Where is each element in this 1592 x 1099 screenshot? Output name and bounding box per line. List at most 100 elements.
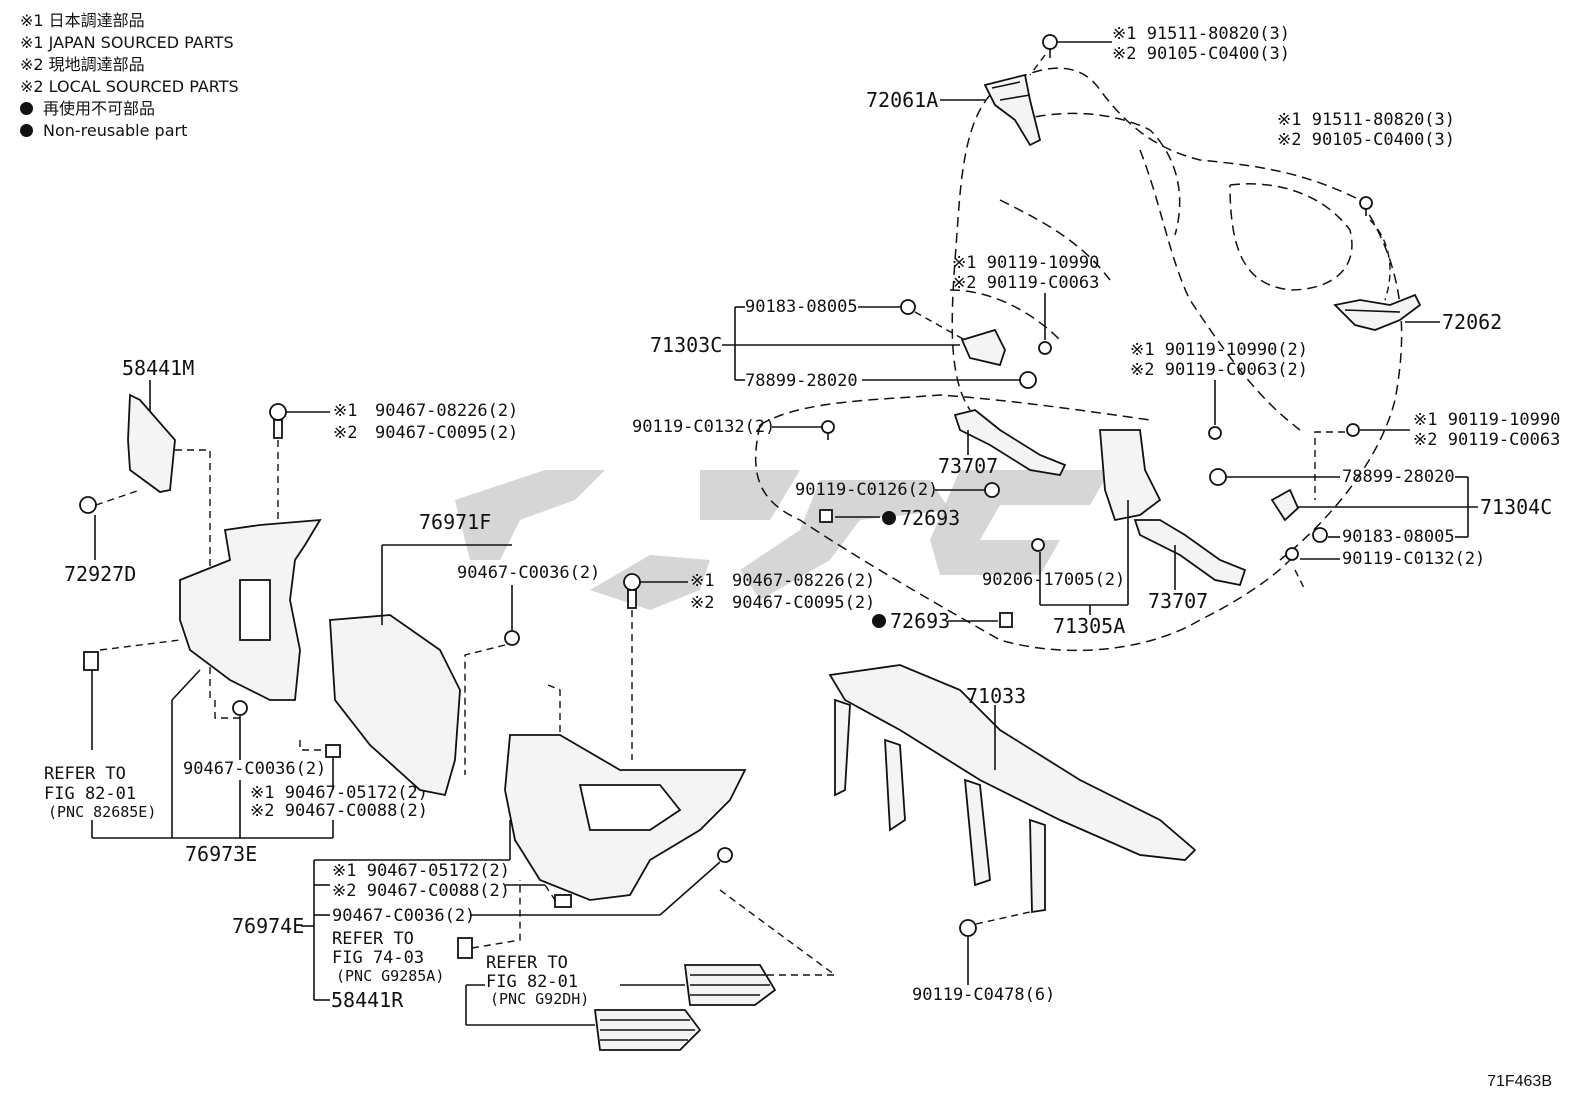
part-72061a — [983, 73, 1042, 147]
label-refer3-b: FIG 82-01 — [486, 972, 578, 992]
part-76974e — [504, 734, 747, 901]
label-72927d: 72927D — [64, 562, 136, 586]
label-e1-2-number: 90467-C0095(2) — [375, 423, 518, 443]
label-b1-1: ※1 90119-10990 — [952, 253, 1099, 273]
clip-icon — [999, 612, 1013, 628]
label-72061a: 72061A — [866, 88, 938, 112]
clip-icon — [325, 744, 341, 758]
label-78899-28020-b: 78899-28020 — [1342, 467, 1455, 487]
label-a1-2: ※2 90105-C0400(3) — [1112, 44, 1290, 64]
label-76971f: 76971F — [419, 510, 491, 534]
label-f1-2: ※2 — [690, 593, 714, 613]
bolt-icon — [1346, 423, 1360, 437]
part-72062 — [1333, 293, 1422, 331]
label-73707-b: 73707 — [1148, 589, 1208, 613]
clip-icon — [1019, 371, 1037, 389]
bolt-icon — [1359, 196, 1373, 216]
legend-nonreusable-en: Non-reusable part — [20, 120, 239, 142]
label-90119-c0132-a: 90119-C0132(2) — [632, 417, 775, 437]
label-f1-1-number: 90467-08226(2) — [732, 571, 875, 591]
legend: ※1 日本調達部品 ※1 JAPAN SOURCED PARTS ※2 現地調達… — [20, 10, 239, 142]
label-h1-2: ※2 90467-C0088(2) — [332, 881, 510, 901]
clip-icon — [1209, 468, 1227, 486]
label-71033: 71033 — [966, 684, 1026, 708]
label-a1-1: ※1 91511-80820(3) — [1112, 24, 1290, 44]
label-c1-1: ※1 90119-10990(2) — [1130, 340, 1308, 360]
bolt-icon — [959, 919, 977, 937]
label-76974e: 76974E — [232, 914, 304, 938]
nut-icon — [900, 299, 916, 315]
legend-local-jp: ※2 現地調達部品 — [20, 55, 145, 74]
label-72693-b: 72693 — [890, 609, 950, 633]
label-g1-1: ※1 90467-05172(2) — [250, 783, 428, 803]
label-g1-2: ※2 90467-C0088(2) — [250, 801, 428, 821]
bolt-icon — [1042, 34, 1058, 58]
label-58441r: 58441R — [331, 988, 404, 1012]
label-d1-1: ※1 90119-10990 — [1413, 410, 1560, 430]
label-72693-a: 72693 — [900, 506, 960, 530]
label-refer2-b: FIG 74-03 — [332, 948, 424, 968]
label-58441m: 58441M — [122, 356, 194, 380]
seat-back-outline — [754, 67, 1403, 652]
label-refer1-c: (PNC 82685E) — [48, 803, 156, 821]
label-e1-1: ※1 — [333, 401, 357, 421]
label-f1-1: ※1 — [690, 571, 714, 591]
label-refer3-c: (PNC G92DH) — [490, 990, 589, 1008]
label-e1-2: ※2 — [333, 423, 357, 443]
label-refer1-a: REFER TO — [44, 764, 126, 784]
clip-icon — [1031, 538, 1045, 552]
label-90206-17005: 90206-17005(2) — [982, 570, 1125, 590]
part-grille-lower — [593, 1009, 702, 1051]
label-90467-c0036-c: 90467-C0036(2) — [332, 906, 475, 926]
legend-japan-jp: ※1 日本調達部品 — [20, 11, 145, 30]
bullet-icon — [20, 124, 33, 137]
clip-icon — [717, 847, 733, 863]
part-71304c-bracket — [1270, 488, 1300, 522]
label-78899-28020-a: 78899-28020 — [745, 371, 858, 391]
label-sticker — [457, 937, 473, 959]
bolt-icon — [1285, 547, 1299, 561]
label-72062: 72062 — [1442, 310, 1502, 334]
bullet-icon — [20, 102, 33, 115]
label-refer2-c: (PNC G9285A) — [336, 967, 444, 985]
label-refer1-b: FIG 82-01 — [44, 784, 136, 804]
clip-icon — [504, 630, 520, 646]
label-a2-1: ※1 91511-80820(3) — [1277, 110, 1455, 130]
label-e1-1-number: 90467-08226(2) — [375, 401, 518, 421]
label-90119-c0126: 90119-C0126(2) — [795, 480, 938, 500]
label-b1-2: ※2 90119-C0063 — [952, 273, 1099, 293]
figure-code: 71F463B — [1487, 1073, 1552, 1090]
label-90183-08005-b: 90183-08005 — [1342, 527, 1455, 547]
nut-icon — [1312, 527, 1328, 543]
label-c1-2: ※2 90119-C0063(2) — [1130, 360, 1308, 380]
label-refer2-a: REFER TO — [332, 929, 414, 949]
clip-icon — [554, 894, 572, 908]
label-73707-a: 73707 — [938, 454, 998, 478]
label-refer3-a: REFER TO — [486, 953, 568, 973]
legend-japan-en: ※1 JAPAN SOURCED PARTS — [20, 33, 234, 52]
clip-icon — [79, 496, 97, 514]
part-71033-frame — [828, 664, 1197, 914]
label-f1-2-number: 90467-C0095(2) — [732, 593, 875, 613]
label-h1-1: ※1 90467-05172(2) — [332, 861, 510, 881]
legend-nonreusable-jp: 再使用不可部品 — [20, 98, 239, 120]
label-71305a: 71305A — [1053, 614, 1125, 638]
label-sticker — [83, 651, 99, 671]
legend-local-en: ※2 LOCAL SOURCED PARTS — [20, 77, 239, 96]
bolt-icon — [821, 420, 835, 440]
label-90119-c0132-b: 90119-C0132(2) — [1342, 549, 1485, 569]
part-71305a — [1099, 429, 1162, 522]
bolt-icon — [269, 403, 287, 439]
part-73707-right — [1133, 519, 1247, 587]
label-90467-c0036-a: 90467-C0036(2) — [183, 759, 326, 779]
part-58441m — [127, 393, 176, 493]
bolt-icon — [1038, 341, 1052, 355]
part-76973e — [179, 518, 322, 701]
nonreusable-icon — [872, 614, 886, 628]
part-73707-left — [953, 409, 1067, 476]
label-a2-2: ※2 90105-C0400(3) — [1277, 130, 1455, 150]
label-d1-2: ※2 90119-C0063 — [1413, 430, 1560, 450]
label-71304c: 71304C — [1480, 495, 1552, 519]
label-76973e: 76973E — [185, 842, 257, 866]
